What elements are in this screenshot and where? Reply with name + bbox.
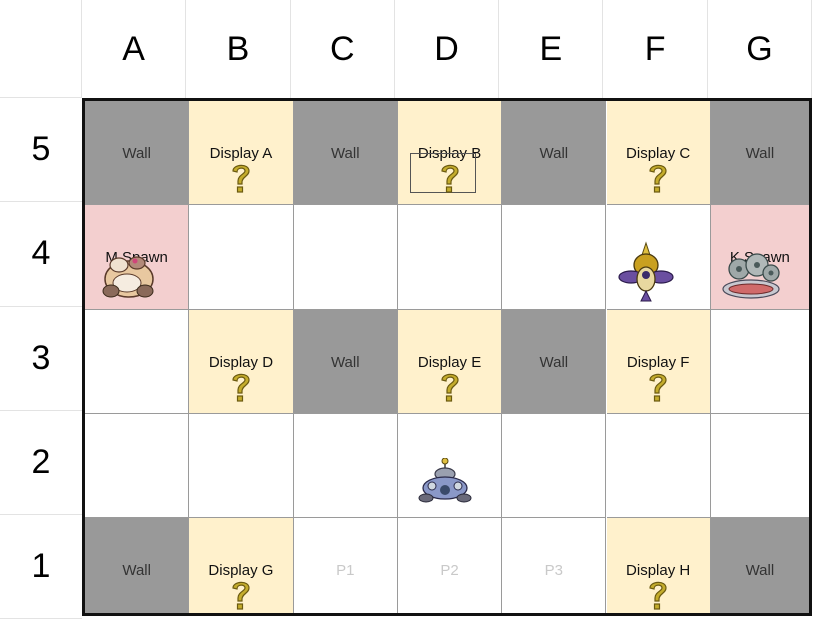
pokemon-sprite-icon xyxy=(722,253,780,299)
cell-c2[interactable] xyxy=(293,413,398,519)
cell-label: Wall xyxy=(330,353,360,371)
cell-selection-box xyxy=(409,153,476,193)
cell-label: Display G xyxy=(208,562,274,580)
column-header-g[interactable]: G xyxy=(708,0,813,98)
cell-g5[interactable]: Wall xyxy=(710,101,809,206)
cell-d1[interactable]: P2 xyxy=(397,518,503,613)
cell-e1[interactable]: P3 xyxy=(502,518,607,613)
row-header-5[interactable]: 5 xyxy=(0,98,82,203)
cell-label: Wall xyxy=(122,562,151,580)
row-header-2[interactable]: 2 xyxy=(0,411,82,516)
cell-label: Display E xyxy=(417,353,482,371)
question-mark-icon xyxy=(647,161,669,195)
question-mark-icon xyxy=(647,578,669,612)
cell-label: Wall xyxy=(330,145,360,162)
cell-g1[interactable]: Wall xyxy=(710,518,809,613)
column-header-f[interactable]: F xyxy=(604,0,708,98)
cell-b3[interactable]: Display D xyxy=(189,309,294,414)
column-header-e[interactable]: E xyxy=(499,0,604,98)
row-header-4[interactable]: 4 xyxy=(0,202,82,307)
cell-label: Display A xyxy=(209,145,273,162)
pokemon-sprite-icon xyxy=(102,256,154,299)
cell-g3[interactable] xyxy=(710,309,809,414)
cell-a3[interactable] xyxy=(85,309,190,414)
cell-a5[interactable]: Wall xyxy=(85,101,190,206)
column-header-c[interactable]: C xyxy=(291,0,395,98)
cell-d3[interactable]: Display E xyxy=(397,309,503,414)
cell-label: Display F xyxy=(626,353,690,371)
cell-c5[interactable]: Wall xyxy=(293,101,398,206)
cell-label: Wall xyxy=(122,145,151,162)
cell-label: P2 xyxy=(440,562,459,580)
cell-d5[interactable]: Display B xyxy=(397,101,503,206)
cell-b1[interactable]: Display G xyxy=(189,518,294,613)
game-board: Wall Display A Wall Display B Wall Displ… xyxy=(82,98,812,616)
cell-a2[interactable] xyxy=(85,413,190,519)
cell-c4[interactable] xyxy=(293,205,398,310)
cell-b4[interactable] xyxy=(189,205,294,310)
cell-label: Display D xyxy=(208,353,274,371)
cell-label: P3 xyxy=(544,562,564,580)
pokemon-sprite-icon xyxy=(617,241,674,302)
cell-d2[interactable] xyxy=(397,413,503,519)
cell-label: P1 xyxy=(336,562,355,580)
sheet-corner xyxy=(0,0,82,98)
cell-d4[interactable] xyxy=(397,205,503,310)
cell-label: Display C xyxy=(626,145,691,162)
cell-f1[interactable]: Display H xyxy=(606,518,711,613)
question-mark-icon xyxy=(439,370,461,404)
cell-b5[interactable]: Display A xyxy=(189,101,294,206)
cell-c3[interactable]: Wall xyxy=(293,309,398,414)
cell-b2[interactable] xyxy=(189,413,294,519)
cell-label: Wall xyxy=(745,562,775,580)
cell-c1[interactable]: P1 xyxy=(293,518,398,613)
cell-e5[interactable]: Wall xyxy=(502,101,607,206)
column-header-d[interactable]: D xyxy=(395,0,500,98)
question-mark-icon xyxy=(647,370,669,404)
cell-a4[interactable]: M Spawn xyxy=(85,205,190,310)
question-mark-icon xyxy=(230,161,252,195)
cell-f4[interactable] xyxy=(606,205,711,310)
cell-label: Wall xyxy=(745,145,775,162)
pokemon-sprite-icon xyxy=(418,457,472,503)
cell-label: Wall xyxy=(539,145,569,162)
cell-e3[interactable]: Wall xyxy=(502,309,607,414)
cell-label: Wall xyxy=(539,353,569,371)
column-header-b[interactable]: B xyxy=(186,0,291,98)
cell-e2[interactable] xyxy=(502,413,607,519)
row-header-3[interactable]: 3 xyxy=(0,307,82,411)
question-mark-icon xyxy=(230,370,252,404)
cell-e4[interactable] xyxy=(502,205,607,310)
cell-g2[interactable] xyxy=(710,413,809,519)
cell-f3[interactable]: Display F xyxy=(606,309,711,414)
question-mark-icon xyxy=(439,161,461,195)
cell-f5[interactable]: Display C xyxy=(606,101,711,206)
row-header-1[interactable]: 1 xyxy=(0,515,82,620)
column-header-a[interactable]: A xyxy=(82,0,187,98)
cell-g4[interactable]: K Spawn xyxy=(710,205,809,310)
cell-f2[interactable] xyxy=(606,413,711,519)
question-mark-icon xyxy=(230,578,252,612)
cell-label: Display H xyxy=(626,562,691,580)
cell-a1[interactable]: Wall xyxy=(85,518,190,613)
